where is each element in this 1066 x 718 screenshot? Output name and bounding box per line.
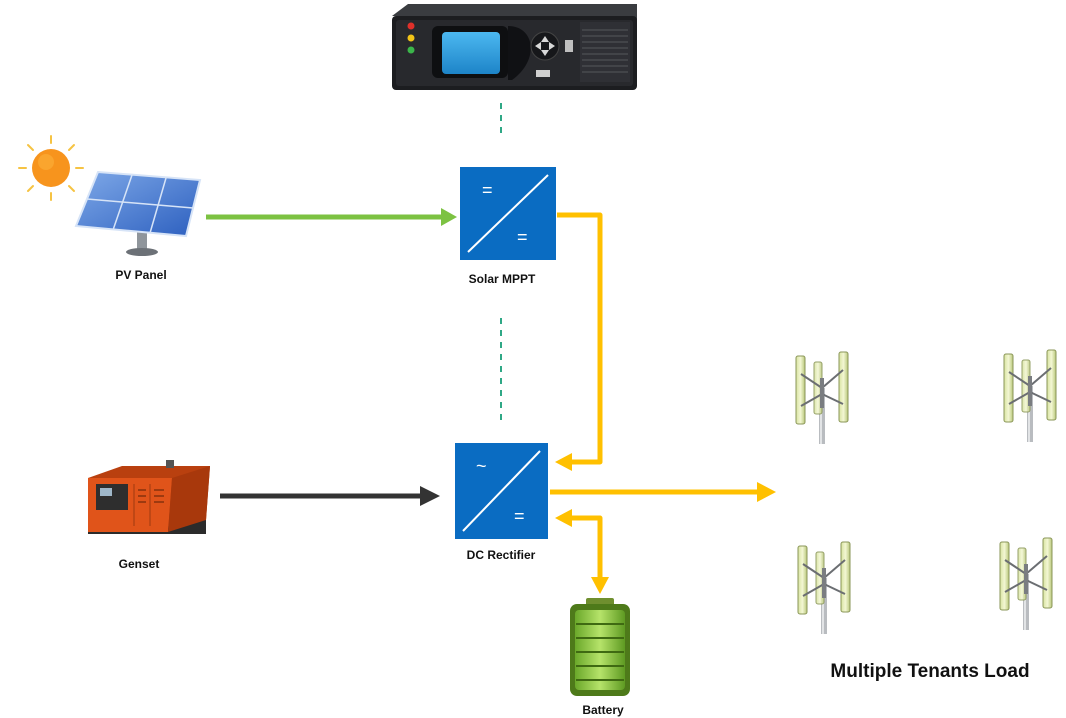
mppt-input-symbol: = bbox=[482, 180, 493, 200]
rectifier-battery-flow bbox=[572, 515, 603, 577]
mppt-to-rectifier-arrowhead bbox=[555, 453, 572, 471]
dc-rectifier-converter: ~ = bbox=[455, 443, 548, 539]
rectifier-output-symbol: = bbox=[514, 506, 525, 526]
pv-panel-label: PV Panel bbox=[115, 268, 167, 282]
pv-to-mppt-arrowhead bbox=[441, 208, 457, 226]
genset-label: Genset bbox=[118, 557, 160, 571]
sun-icon bbox=[18, 135, 84, 201]
battery-icon bbox=[570, 598, 630, 696]
tenant-load-wind-turbine-icon bbox=[1003, 349, 1057, 442]
rectifier-input-symbol: ~ bbox=[476, 456, 487, 476]
generator-icon bbox=[88, 460, 210, 534]
solar-panel-icon bbox=[74, 170, 202, 256]
solar-mppt-converter: = = bbox=[460, 167, 556, 260]
tenants-load-label: Multiple Tenants Load bbox=[830, 661, 1030, 682]
solar-mppt-label: Solar MPPT bbox=[468, 272, 536, 286]
tenant-load-wind-turbine-icon bbox=[797, 541, 851, 634]
battery-to-rectifier-arrowhead bbox=[555, 509, 572, 527]
mppt-to-rectifier-flow bbox=[557, 212, 603, 465]
genset-to-rectifier-arrowhead bbox=[420, 486, 440, 506]
rectifier-to-load-arrowhead bbox=[757, 482, 776, 502]
battery-label: Battery bbox=[582, 703, 624, 717]
mppt-output-symbol: = bbox=[517, 227, 528, 247]
rectifier-to-battery-arrowhead bbox=[591, 577, 609, 594]
tenant-load-wind-turbine-icon bbox=[999, 537, 1053, 630]
dc-rectifier-label: DC Rectifier bbox=[466, 548, 536, 562]
tenant-load-wind-turbine-icon bbox=[795, 351, 849, 444]
controller-unit-icon bbox=[392, 4, 637, 90]
